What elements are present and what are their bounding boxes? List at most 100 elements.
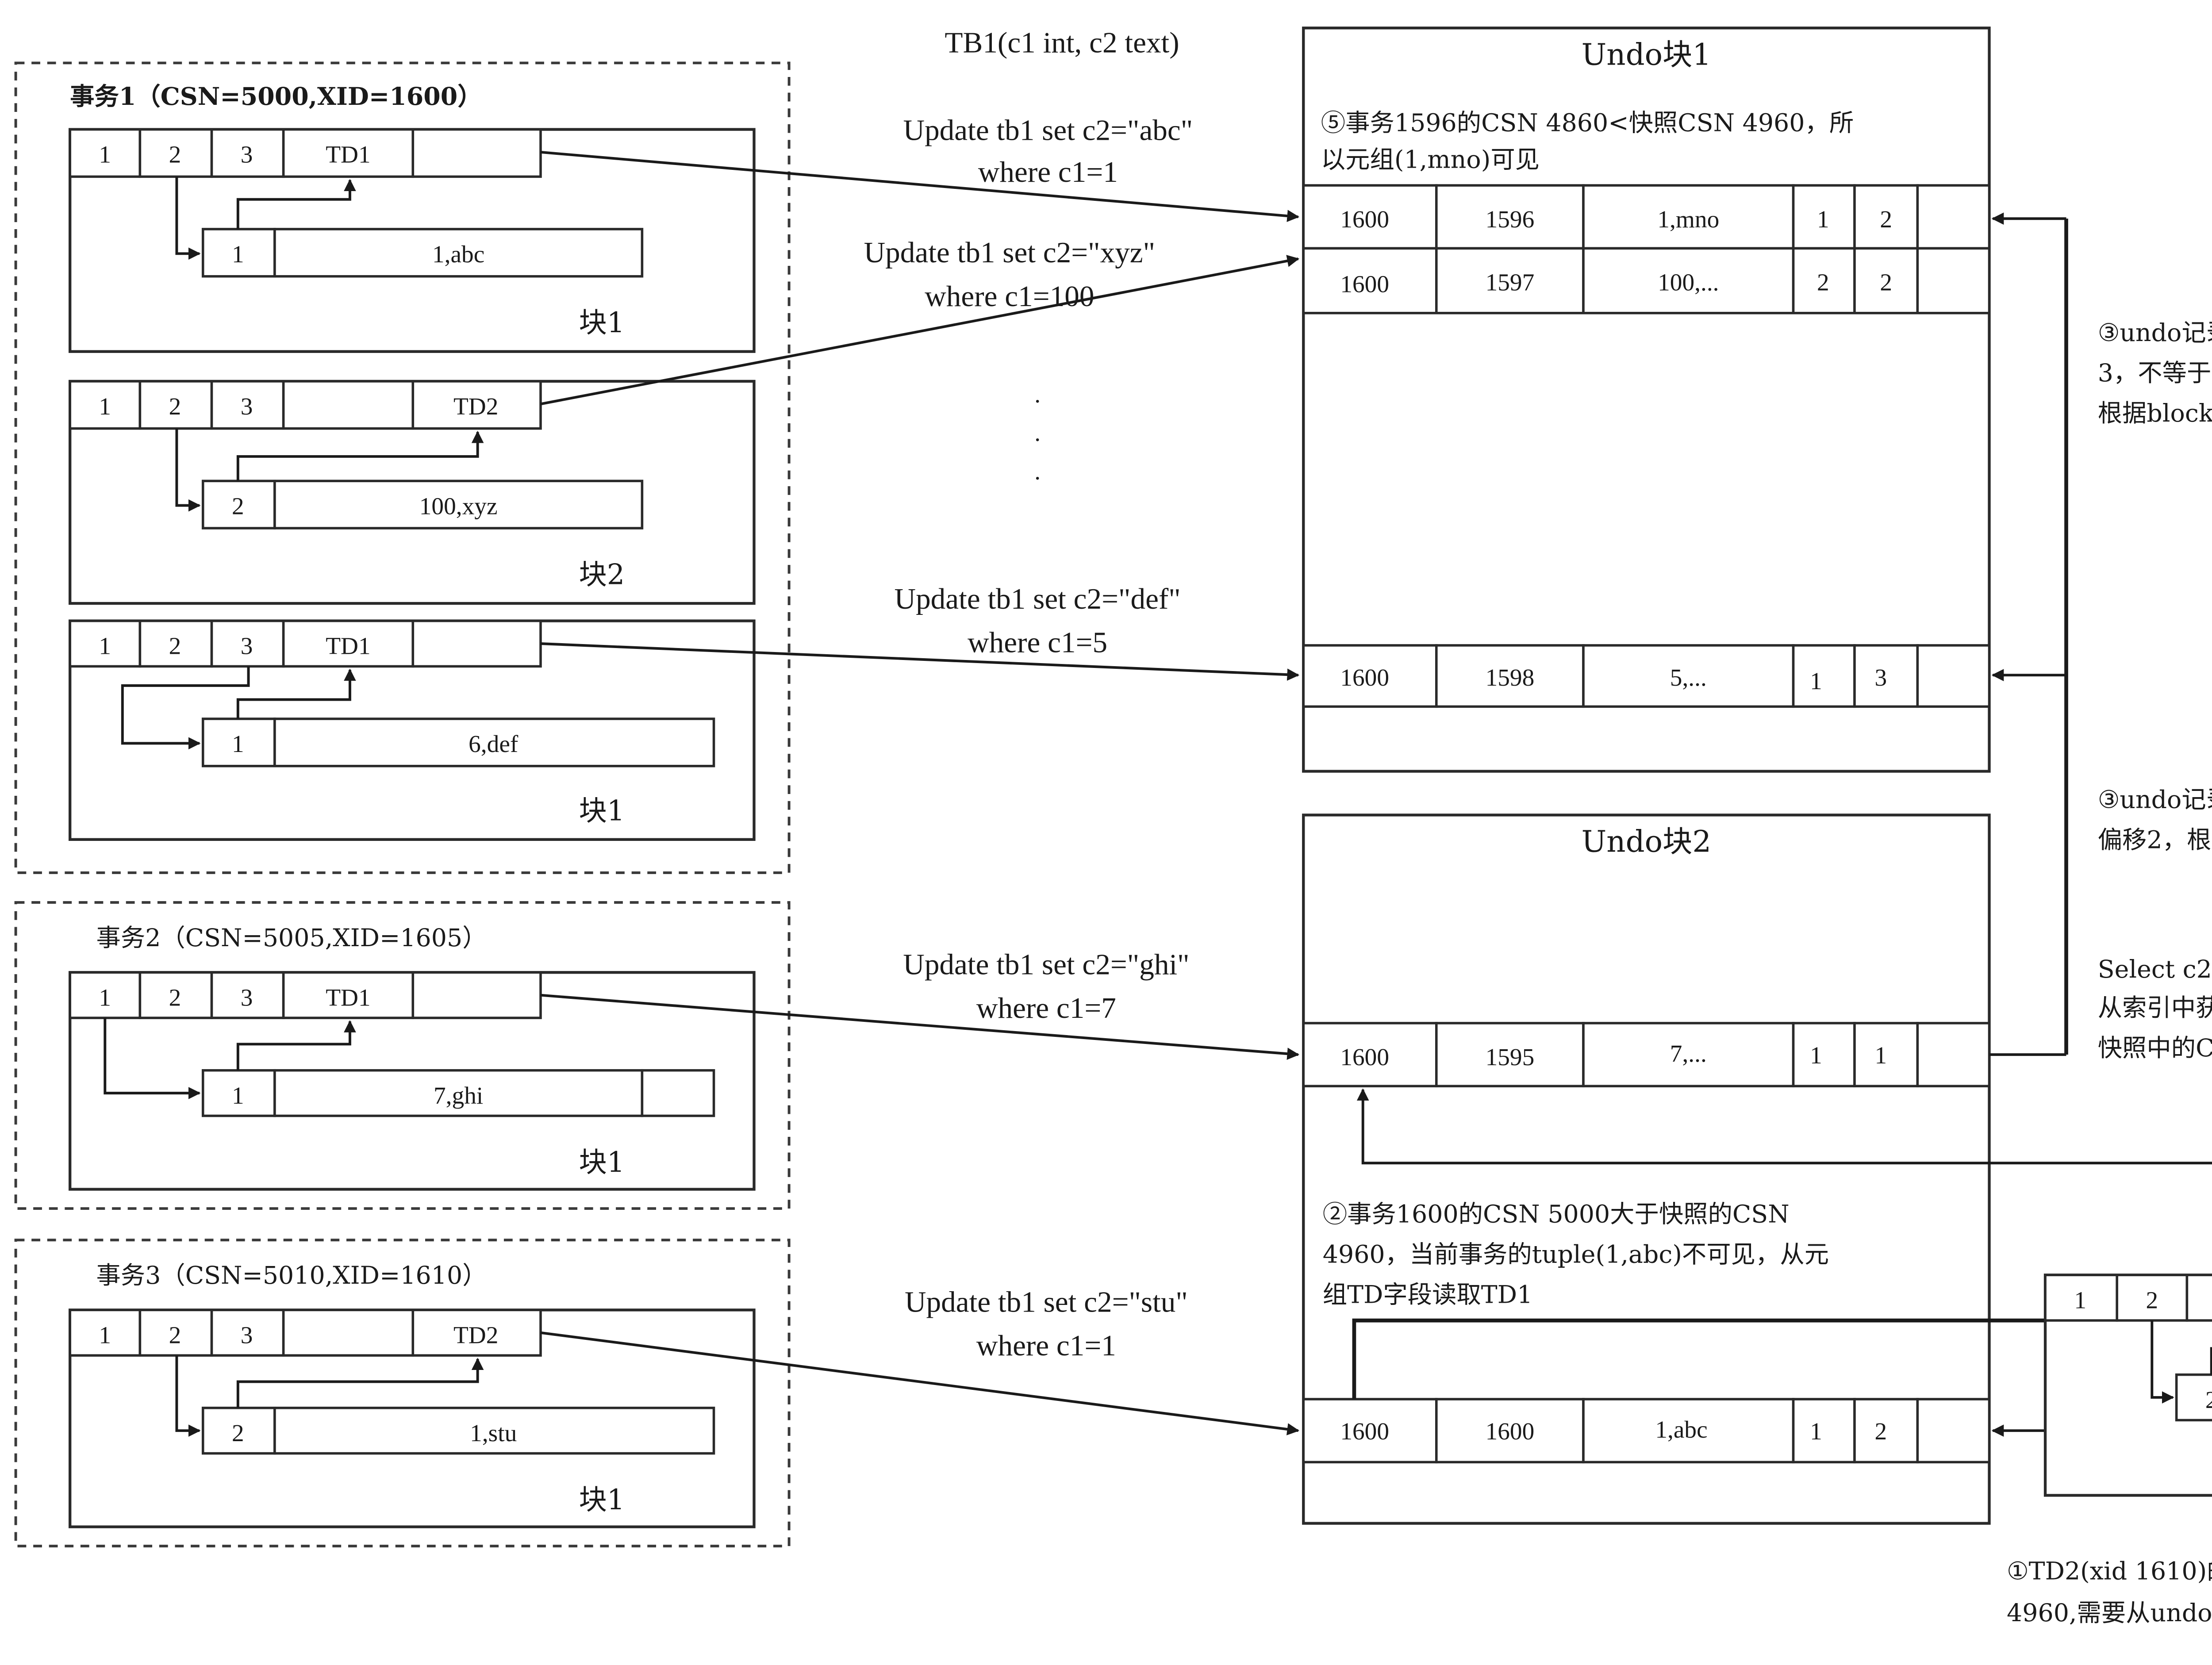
table-definition: TB1(c1 int, c2 text): [945, 26, 1179, 59]
undo-oldxactid: 1597: [1486, 269, 1535, 295]
tuple-data: 1,abc: [432, 241, 484, 268]
block-label: 块1: [579, 1483, 625, 1516]
td-label: TD1: [326, 141, 370, 168]
update-statement-line1: Update tb1 set c2="def": [895, 582, 1181, 615]
undo-xid: 1600: [1340, 1418, 1389, 1445]
undo-field-cell: [1916, 184, 1991, 250]
undo-block: 2: [1817, 269, 1829, 295]
undo-offset: 3: [1874, 664, 1887, 691]
slot-label: 2: [169, 141, 181, 168]
heap-block: 1 2 3 TD1 1 7,ghi 块1: [69, 971, 756, 1191]
transaction-1-title: 事务1（CSN=5000,XID=1600）: [70, 82, 482, 111]
tuple-data-cell: [273, 1407, 715, 1455]
ellipsis-dot: .: [1034, 457, 1041, 484]
slot-label: 1: [99, 1322, 111, 1349]
tuple-offset-cell: [201, 717, 276, 767]
tuple-to-td-arrow: [236, 430, 484, 481]
undo-offset: 1: [1874, 1042, 1887, 1069]
tuple-data: 100,xyz: [419, 492, 498, 519]
slot-to-tuple-arrow: [104, 1018, 201, 1099]
update-statement-line2: where c1=1: [978, 155, 1118, 188]
transaction-1-group: 事务1（CSN=5000,XID=1600） 1 2 3 TD1 1 1,abc…: [14, 61, 791, 874]
undo-field-cell: [1435, 247, 1585, 315]
td-label: TD1: [326, 984, 370, 1011]
undo-payload: 100,...: [1658, 269, 1719, 295]
td-cell: [411, 971, 542, 1019]
ellipsis-dot: .: [1034, 380, 1041, 407]
tuple-to-td-arrow: [236, 1020, 356, 1070]
undo-field-cell: [1435, 184, 1585, 250]
undo-payload: 5,...: [1670, 664, 1707, 691]
slot-to-tuple-arrow: [175, 176, 201, 260]
tuple-data: 1,stu: [470, 1419, 517, 1446]
undo-field-cell: [1582, 644, 1795, 708]
undo-note-line: ⑤事务1596的CSN 4860<快照CSN 4960，所: [1321, 109, 1854, 138]
td1-to-undo-1595-arrow: [1356, 1088, 2212, 1165]
undo-block-title: Undo块1: [1582, 37, 1711, 72]
td-cell: [411, 1308, 542, 1357]
slot-label: 1: [2074, 1286, 2086, 1313]
undo-block-2: Undo块2 1600 1595 7,... 1 1 ②事务1600的CSN 5…: [1302, 813, 1991, 1525]
undo-block: 1: [1810, 1042, 1822, 1069]
undo-xid: 1600: [1340, 206, 1389, 233]
block-label: 块1: [579, 1146, 625, 1178]
undo-field-cell: [1582, 1022, 1795, 1088]
transaction-2-title: 事务2（CSN=5005,XID=1605）: [96, 924, 487, 952]
step3b-line: 偏移2，根据block prev pointer;: [2098, 826, 2212, 855]
undo-field-cell: [1916, 644, 1991, 708]
transaction-3-group: 事务3（CSN=5010,XID=1610） 1 2 3 TD2 2 1,stu…: [14, 1239, 791, 1548]
undo-block: 1: [1817, 206, 1829, 233]
td-label: TD2: [453, 393, 498, 420]
undo-note-line: 组TD字段读取TD1: [1323, 1281, 1533, 1309]
slot-cell: [69, 128, 142, 178]
tuple-offset: 2: [232, 1419, 244, 1446]
undo-xid: 1600: [1340, 664, 1389, 691]
step3a-line: ③undo记录中的偏移为: [2098, 319, 2212, 347]
slot-cell: [2185, 1274, 2212, 1322]
undo-oldxactid: 1595: [1486, 1044, 1535, 1070]
slot-to-tuple-arrow: [175, 428, 201, 512]
slot-cell: [138, 971, 213, 1019]
heap-block: 1 2 3 TD2 2 1,stu 块1: [69, 1308, 756, 1528]
annotations: ③undo记录中的偏移为 3，不等于tuple的偏移2， 根据block pre…: [2007, 319, 2212, 1627]
tuple-offset-cell: [2175, 1373, 2212, 1422]
undo-oldxactid: 1598: [1486, 664, 1535, 691]
slot-label: 2: [169, 633, 181, 660]
undo-field-cell: [1792, 184, 1856, 250]
undo-field-cell: [1792, 1022, 1856, 1088]
block-label: 块2: [579, 558, 625, 591]
undo-xid: 1600: [1340, 1044, 1389, 1070]
tuple-to-td-arrow: [236, 1358, 484, 1408]
tuple-offset: 2: [2205, 1386, 2212, 1413]
update-statement-line1: Update tb1 set c2="abc": [903, 113, 1193, 146]
update-statement-line2: where c1=5: [968, 626, 1107, 659]
update-statements: Update tb1 set c2="abc" where c1=1 Updat…: [864, 113, 1193, 1362]
undo-offset: 2: [1874, 1418, 1887, 1445]
transaction-2-frame: [14, 901, 791, 1210]
current-heap-block: 1 2 3 TD1 TD2 2 1,stu 块1: [2043, 1274, 2212, 1497]
undo-1600-to-td1-arrow: [1352, 1318, 2212, 1400]
td-cell: [282, 380, 415, 430]
undo-note-line: 4960，当前事务的tuple(1,abc)不可见，从元: [1323, 1241, 1829, 1269]
tuple-offset: 1: [232, 241, 244, 268]
transaction-2-group: 事务2（CSN=5005,XID=1605） 1 2 3 TD1 1 7,ghi…: [14, 901, 791, 1210]
td-cell: [282, 1308, 415, 1357]
tuple-data-cell: [273, 480, 644, 529]
undo-offset: 2: [1880, 269, 1892, 295]
undo-record-row: 1600 1597 100,... 2 2: [1302, 247, 1991, 315]
undo-field-cell: [1792, 644, 1856, 708]
slot-label: 2: [169, 1322, 181, 1349]
tuple-extra-cell: [641, 1069, 715, 1117]
slot-label: 1: [99, 141, 111, 168]
slot-label: 2: [169, 984, 181, 1011]
transaction-1-frame: [14, 61, 791, 874]
slot-label: 3: [241, 393, 253, 420]
undo-oldxactid: 1596: [1486, 206, 1535, 233]
undo-field-cell: [1853, 1398, 1919, 1464]
undo-record-row: 1600 1595 7,... 1 1: [1302, 1022, 1991, 1088]
undo-block-title: Undo块2: [1582, 824, 1711, 859]
transaction-3-frame: [14, 1239, 791, 1548]
query-line: 快照中的CSN=4960: [2098, 1034, 2212, 1063]
undo-field-cell: [1582, 184, 1795, 250]
